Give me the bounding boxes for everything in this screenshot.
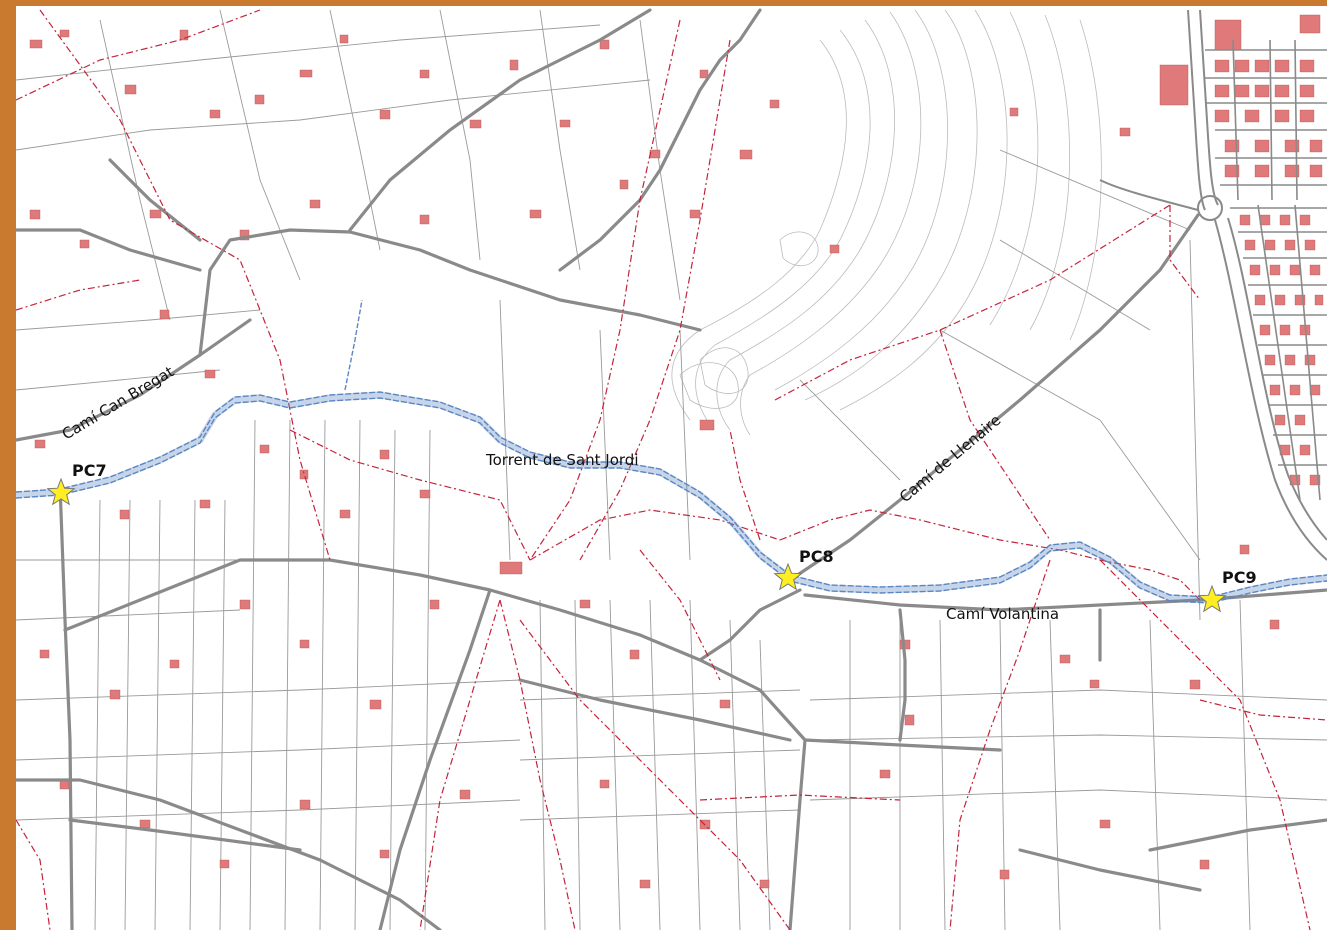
map-canvas[interactable]: Camí Can Bregat Torrent de Sant Jordi Ca… xyxy=(16,6,1327,930)
parcel-boundaries xyxy=(16,9,1327,930)
checkpoint-pc9[interactable]: PC9 xyxy=(1197,568,1257,613)
contour-lines xyxy=(671,9,1102,436)
urban-area xyxy=(1214,59,1324,486)
star-icon xyxy=(773,562,803,591)
star-icon xyxy=(1197,584,1227,613)
checkpoint-pc8[interactable]: PC8 xyxy=(773,547,834,591)
label-cami-can-bregat: Camí Can Bregat xyxy=(59,362,177,443)
checkpoint-pc7[interactable]: PC7 xyxy=(46,461,107,506)
pc7-label: PC7 xyxy=(72,461,107,480)
star-icon xyxy=(46,477,76,506)
highway xyxy=(1099,9,1327,561)
label-torrent-de-sant-jordi: Torrent de Sant Jordi xyxy=(485,451,639,469)
urban-streets xyxy=(1205,39,1327,501)
boundary-lines xyxy=(16,9,1327,930)
label-cami-de-llenaire: Camí de Llenaire xyxy=(896,411,1004,506)
buildings xyxy=(29,14,1321,889)
pc9-label: PC9 xyxy=(1222,568,1257,587)
pc8-label: PC8 xyxy=(799,547,834,566)
torrent-stream xyxy=(16,299,1327,604)
label-cami-volantina: Camí Volantina xyxy=(946,605,1059,623)
